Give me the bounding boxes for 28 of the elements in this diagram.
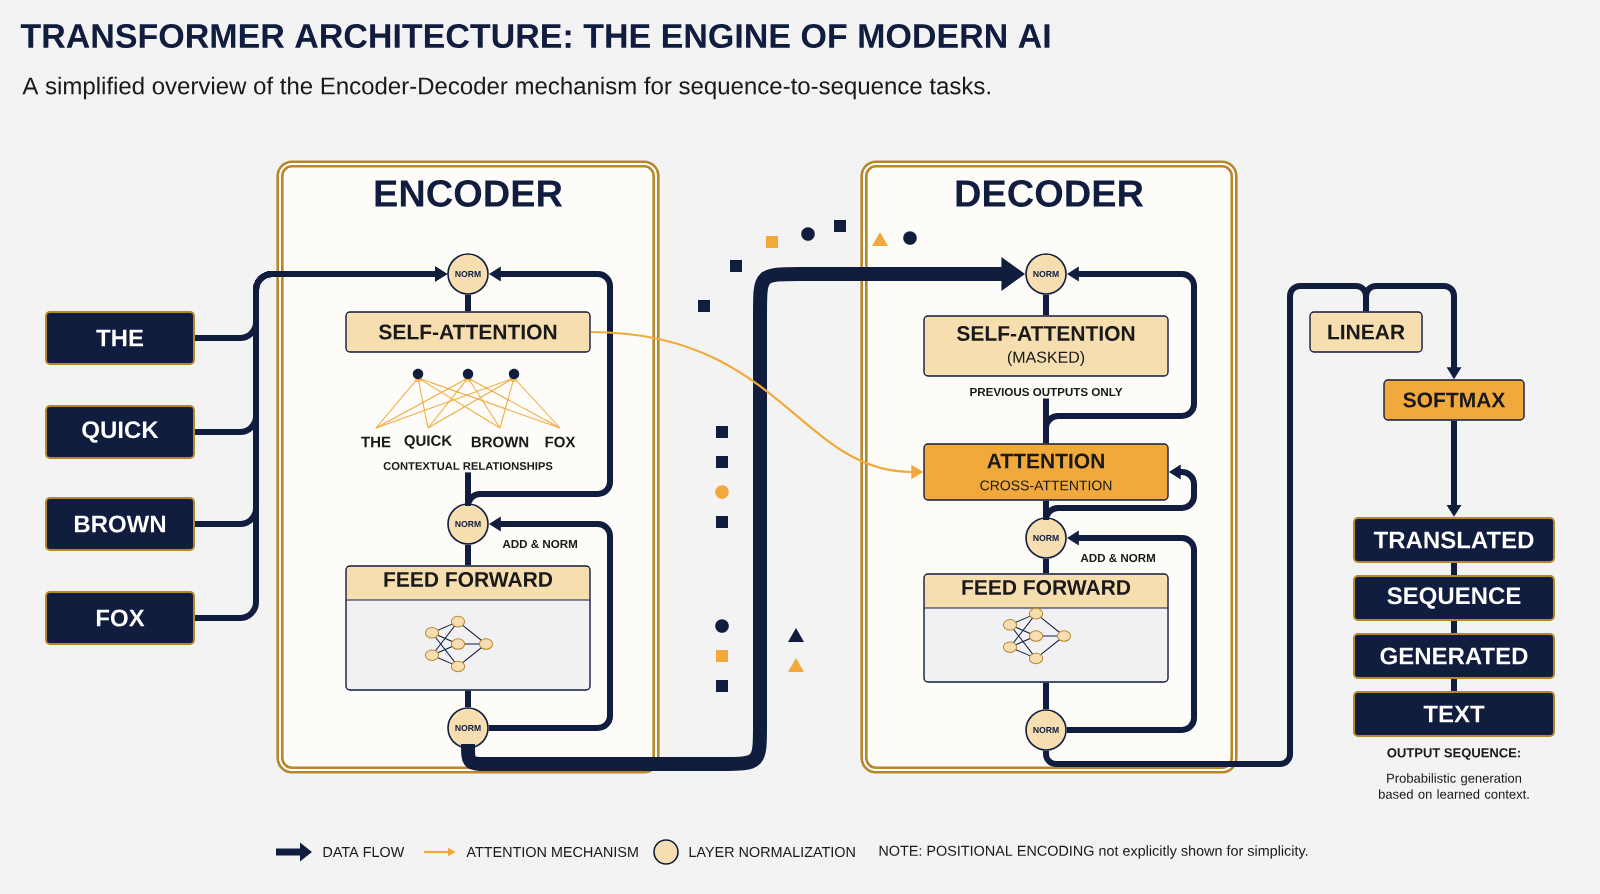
token-box: FOX [45,591,195,645]
token-box: GENERATED [1353,633,1555,679]
layer-box: SELF-ATTENTION (MASKED) [923,315,1169,377]
title: TRANSFORMER ARCHITECTURE: THE ENGINE OF MODERN AI [20,23,1050,49]
connector [1043,283,1369,767]
connector [1043,558,1049,574]
token-box: TRANSLATED [1353,517,1555,563]
connector [1451,563,1457,575]
connector [1451,621,1457,633]
connector [465,690,471,708]
layer-box: SELF-ATTENTION [345,311,591,353]
connector [1043,294,1049,316]
token-box: BROWN [45,497,195,551]
token-box: TEXT [1353,691,1555,737]
connector [465,472,471,504]
connector [1043,682,1049,710]
connector [1451,679,1457,691]
layer-box: LINEAR [1309,311,1423,353]
token-box: QUICK [45,405,195,459]
token-box: THE [45,311,195,365]
token-box: SEQUENCE [1353,575,1555,621]
connector [1043,500,1049,518]
feed-forward-box: FEED FORWARD [345,565,591,691]
subtitle: A simplified overview of the Encoder-Decoder mechanism for sequence-to-sequence tasks. [22,76,990,100]
connector [465,544,471,566]
connector [465,294,471,312]
feed-forward-box: FEED FORWARD [923,573,1169,683]
layer-box: SOFTMAX [1383,379,1525,421]
